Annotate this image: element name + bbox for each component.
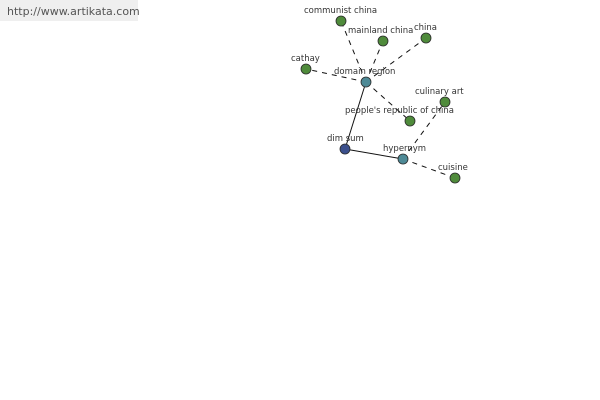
edge-dim-sum-to-hypernym <box>344 148 404 160</box>
node-communist-china[interactable] <box>335 15 347 27</box>
edge-domain-region-to-china <box>365 37 427 83</box>
node-mainland-china[interactable] <box>377 35 389 47</box>
node-hypernym[interactable] <box>397 153 409 165</box>
node-china[interactable] <box>420 32 432 44</box>
node-label-cathay[interactable]: cathay <box>291 54 320 64</box>
url-banner: http://www.artikata.com <box>0 0 140 21</box>
node-domain-region[interactable] <box>360 76 372 88</box>
edge-domain-region-to-mainland-china <box>365 40 384 83</box>
edge-dim-sum-to-domain-region <box>344 81 367 150</box>
node-label-dim-sum[interactable]: dim sum <box>327 134 364 144</box>
site-url-link[interactable]: http://www.artikata.com <box>7 5 140 18</box>
node-label-mainland-china[interactable]: mainland china <box>348 26 413 36</box>
node-label-communist-china[interactable]: communist china <box>304 6 377 16</box>
node-peoples-republic-of-china[interactable] <box>404 115 416 127</box>
node-culinary-art[interactable] <box>439 96 451 108</box>
node-label-culinary-art[interactable]: culinary art <box>415 87 464 97</box>
edge-domain-region-to-communist-china <box>340 20 367 83</box>
node-cathay[interactable] <box>300 63 312 75</box>
node-label-hypernym[interactable]: hypernym <box>383 144 426 154</box>
node-cuisine[interactable] <box>449 172 461 184</box>
node-label-china[interactable]: china <box>414 23 437 33</box>
node-label-peoples-republic-of-china[interactable]: people's republic of china <box>345 106 454 116</box>
graph-nodes <box>300 15 461 184</box>
node-label-domain-region[interactable]: domain region <box>334 67 395 77</box>
node-label-cuisine[interactable]: cuisine <box>438 163 468 173</box>
graph-edges <box>305 20 456 179</box>
edge-domain-region-to-cathay <box>305 68 367 83</box>
edge-hypernym-to-culinary-art <box>402 101 446 160</box>
graph-labels: dim sum domain region hypernym communist ch… <box>291 6 468 173</box>
node-dim-sum[interactable] <box>339 143 351 155</box>
